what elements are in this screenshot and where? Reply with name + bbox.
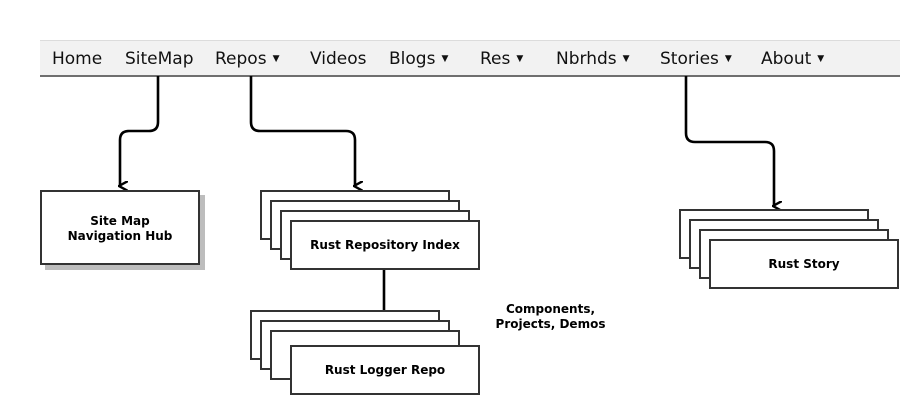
rust-story-box[interactable]: Rust Story: [709, 239, 899, 289]
rust-repo-index-label: Rust Repository Index: [310, 238, 460, 252]
nav-res-label: Res: [480, 49, 511, 69]
nav-home[interactable]: Home: [52, 49, 102, 69]
rust-story-label: Rust Story: [768, 257, 840, 271]
nav-res[interactable]: Res ▼: [480, 49, 523, 69]
nav-videos-label: Videos: [310, 49, 367, 69]
rust-logger-repo-label: Rust Logger Repo: [324, 363, 446, 377]
nav-about[interactable]: About ▼: [761, 49, 824, 69]
arrow-repos-to-index: [249, 76, 355, 186]
sitemap-hub-box[interactable]: Site Map Navigation Hub: [40, 190, 200, 265]
nav-home-label: Home: [52, 49, 103, 69]
chevron-down-icon: ▼: [272, 54, 280, 64]
repo-note-line1: Components,: [505, 302, 596, 316]
sitemap-hub-title: Site Map: [90, 214, 150, 228]
chevron-down-icon: ▼: [724, 54, 732, 64]
rust-logger-repo-box[interactable]: Rust Logger Repo: [290, 345, 480, 395]
chevron-down-icon: ▼: [441, 54, 449, 64]
rust-repo-index-box[interactable]: Rust Repository Index: [290, 220, 480, 270]
arrow-sitemap-to-hub: [120, 76, 160, 186]
nav-blogs-label: Blogs: [389, 49, 436, 69]
nav-videos[interactable]: Videos: [310, 49, 367, 69]
nav-sitemap-label: SiteMap: [125, 49, 194, 69]
nav-blogs[interactable]: Blogs ▼: [389, 49, 448, 69]
nav-sitemap[interactable]: SiteMap: [125, 49, 194, 69]
chevron-down-icon: ▼: [817, 54, 825, 64]
nav-nbrhds-label: Nbrhds: [556, 49, 617, 69]
repo-note: Components, Projects, Demos: [483, 302, 618, 332]
chevron-down-icon: ▼: [516, 54, 524, 64]
top-navbar: Home SiteMap Repos ▼ Videos Blogs ▼ Res ▼ N…: [40, 40, 900, 77]
nav-about-label: About: [761, 49, 812, 69]
nav-stories[interactable]: Stories ▼: [660, 49, 732, 69]
chevron-down-icon: ▼: [622, 54, 630, 64]
nav-nbrhds[interactable]: Nbrhds ▼: [556, 49, 630, 69]
repo-note-line2: Projects, Demos: [495, 317, 606, 331]
sitemap-hub-subtitle: Navigation Hub: [67, 229, 173, 243]
arrow-stories-to-story: [684, 76, 774, 206]
nav-repos-label: Repos: [215, 49, 267, 69]
nav-repos[interactable]: Repos ▼: [215, 49, 279, 69]
nav-stories-label: Stories: [660, 49, 719, 69]
